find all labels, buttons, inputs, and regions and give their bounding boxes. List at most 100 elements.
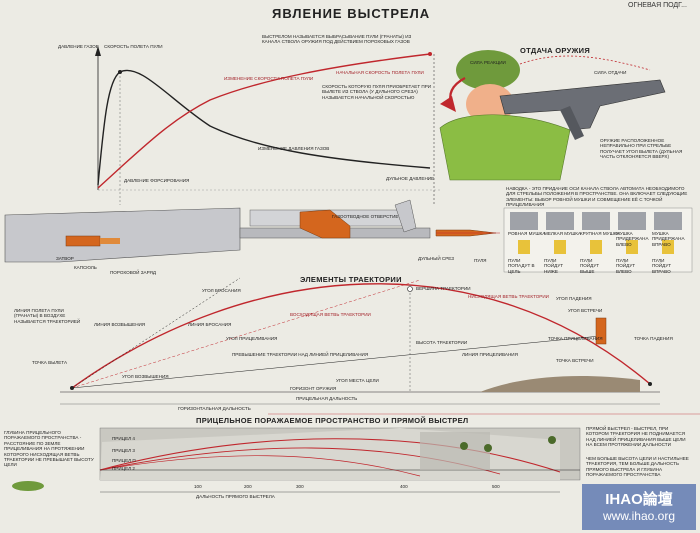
trajectory-definition: ЛИНИЯ ПОЛЕТА ПУЛИ (ГРАНАТЫ) В ВОЗДУХЕ НА… — [14, 308, 81, 324]
meet-angle-label: УГОЛ ВСТРЕЧИ — [568, 308, 603, 313]
target-icon-3 — [590, 240, 602, 254]
target-angle-label: УГОЛ МЕСТА ЦЕЛИ — [336, 378, 379, 383]
helmet — [456, 50, 520, 90]
target-silhouette — [595, 317, 607, 345]
result-label-2: ПУЛИ ПОЙДУТ НИЖЕ — [544, 258, 564, 274]
pressure-curve — [97, 69, 431, 186]
throw-line-label: ЛИНИЯ БРОСАНИЯ — [188, 322, 232, 327]
sight-4-label: ПРИЦЕЛ 4 — [112, 436, 135, 441]
sight-icon-2 — [546, 212, 574, 230]
height-label: ВЫСОТА ТРАЕКТОРИИ — [416, 340, 468, 345]
tick-100: 100 — [194, 484, 202, 489]
target-icon-1 — [518, 240, 530, 254]
target-icon-2 — [554, 240, 566, 254]
fall-angle-label: УГОЛ ПАДЕНИЯ — [556, 296, 592, 301]
sight-panels — [503, 207, 693, 273]
target-zone — [420, 432, 490, 470]
initial-speed-label: НАЧАЛЬНАЯ СКОРОСТЬ ПОЛЕТА ПУЛИ — [336, 70, 424, 75]
recoil-illustration — [439, 50, 666, 181]
sight-label-3: КРУПНАЯ МУШКА — [580, 231, 620, 236]
trajectory-diagram — [60, 277, 700, 415]
watermark-name: IHAO論壇 — [605, 491, 673, 508]
sight-3-label: ПРИЦЕЛ 3 — [112, 448, 135, 453]
ascending-label: ВОСХОДЯЩАЯ ВЕТВЬ ТРАЕКТОРИИ — [290, 312, 371, 317]
reaction-force-label: СИЛА РЕАКЦИИ — [470, 60, 506, 65]
direct-shot-diagram — [12, 427, 581, 493]
target-icon-4 — [626, 240, 638, 254]
aim-line-label: ЛИНИЯ ПРИЦЕЛИВАНИЯ — [462, 352, 518, 357]
result-label-3: ПУЛИ ПОЙДУТ ВЫШЕ — [580, 258, 600, 274]
aim-line — [71, 335, 601, 389]
trajectory-title: ЭЛЕМЕНТЫ ТРАЕКТОРИИ — [300, 275, 402, 284]
bullet-label: ПУЛЯ — [474, 258, 487, 263]
direct-right-note-2: ЧЕМ БОЛЬШЕ ВЫСОТА ЦЕЛИ И НАСТИЛЬНЕЕ ТРАЕ… — [586, 456, 689, 478]
direct-left-note: ГЛУБИНА ПРИЦЕЛЬНОГО ПОРАЖАЕМОГО ПРОСТРАН… — [4, 430, 94, 468]
pressure-peak-dot — [118, 70, 122, 74]
enemy-soldier-2 — [484, 444, 492, 452]
enemy-soldier-1 — [460, 442, 468, 450]
elevation-line — [71, 277, 241, 389]
departure-point — [70, 386, 74, 390]
y-axis-arrow — [95, 46, 101, 56]
elevation-line-label: ЛИНИЯ ВОЗВЫШЕНИЯ — [94, 322, 146, 327]
impact-point-label: ТОЧКА ПАДЕНИЯ — [634, 336, 673, 341]
enemy-soldier-3 — [548, 436, 556, 444]
aiming-text: НАВОДКА - ЭТО ПРИДАНИЕ ОСИ КАНАЛА СТВОЛА… — [506, 186, 688, 208]
elevation-angle-label: УГОЛ ВОЗВЫШЕНИЯ — [122, 374, 169, 379]
page-title: ЯВЛЕНИЕ ВЫСТРЕЛА — [272, 6, 431, 21]
impact-point — [648, 382, 652, 386]
departure-label: ТОЧКА ВЫЛЕТА — [32, 360, 68, 365]
speed-change-label: ИЗМЕНЕНИЕ СКОРОСТИ ПОЛЕТА ПУЛИ — [224, 76, 314, 81]
gas-port-label: ГАЗООТВОДНОЕ ОТВЕРСТИЕ — [332, 214, 399, 219]
front-sight — [394, 199, 417, 233]
sight-icon-1 — [510, 212, 538, 230]
direct-trajectory-2 — [99, 455, 421, 477]
muzzle-velocity-note: СКОРОСТЬ КОТОРУЮ ПУЛЯ ПРИОБРЕТАЕТ ПРИ ВЫ… — [322, 84, 432, 100]
magazine — [560, 106, 584, 140]
sight-label-4: МУШКА ПРИДЕРЖАНА ВЛЕВО — [616, 231, 649, 247]
aim-range-label: ПРИЦЕЛЬНАЯ ДАЛЬНОСТЬ — [296, 396, 358, 401]
throw-line — [71, 279, 421, 389]
aim-excess-label: ПРЕВЫШЕНИЕ ТРАЕКТОРИИ НАД ЛИНИЕЙ ПРИЦЕЛИ… — [232, 352, 369, 357]
recoil-arrow-head — [440, 96, 456, 112]
corner-caption: ОГНЕВАЯ ПОДГ... — [628, 2, 687, 9]
tick-300: 300 — [296, 484, 304, 489]
muzzle-label: ДУЛЬНЫЙ СРЕЗ — [418, 256, 455, 261]
prone-soldier — [12, 481, 44, 491]
sight-icons — [510, 212, 682, 254]
pressure-change-label: ИЗМЕНЕНИЕ ДАВЛЕНИЯ ГАЗОВ — [258, 146, 330, 151]
pressure-speed-graph — [95, 46, 440, 205]
cartridge-case — [65, 235, 101, 247]
meet-point-label: ТОЧКА ВСТРЕЧИ — [556, 358, 594, 363]
tick-200: 200 — [244, 484, 252, 489]
watermark-badge: IHAO論壇 www.ihao.org — [582, 484, 696, 530]
terrain-mound — [480, 376, 640, 392]
horizontal-range-label: ГОРИЗОНТАЛЬНАЯ ДАЛЬНОСТЬ — [178, 406, 251, 411]
soldier-face — [466, 84, 514, 124]
result-label-1: ПУЛИ ПОПАДУТ В ЦЕЛЬ — [508, 258, 535, 274]
sight-label-1: РОВНАЯ МУШКА — [508, 231, 546, 236]
recoil-note: ОРУЖИЕ РАСПОЛОЖЕННОЕ НЕПРАВИЛЬНО ПРИ СТР… — [600, 138, 683, 160]
sight-label-2: МЕЛКАЯ МУШКА — [544, 231, 581, 236]
sight-icon-5 — [654, 212, 682, 230]
sight-2-label: ПРИЦЕЛ 2 — [112, 466, 135, 471]
muzzle-pressure-label: ДУЛЬНОЕ ДАВЛЕНИЕ — [386, 176, 435, 181]
sight-p-label: ПРИЦЕЛ П — [112, 458, 136, 463]
primer-label: КАПСЮЛЬ — [74, 265, 97, 270]
aim-point-label: ТОЧКА ПРИЦЕЛИВАНИЯ — [548, 336, 603, 341]
recoil-title: ОТДАЧА ОРУЖИЯ — [520, 46, 591, 55]
speed-end-dot — [428, 52, 432, 56]
speed-curve — [97, 53, 431, 189]
rifle-ak — [499, 79, 666, 131]
muzzle-rise-arc — [519, 55, 651, 71]
receiver-body — [4, 207, 241, 263]
forcing-pressure-label: ДАВЛЕНИЕ ФОРСИРОВАНИЯ — [124, 178, 190, 183]
direct-range-label: ДАЛЬНОСТЬ ПРЯМОГО ВЫСТРЕЛА — [196, 494, 275, 499]
result-label-5: ПУЛИ ПОЙДУТ ВПРАВО — [652, 258, 672, 274]
sight-icon-3 — [582, 212, 610, 230]
tick-400: 400 — [400, 484, 408, 489]
direct-trajectory-4 — [99, 438, 561, 473]
sight-icon-4 — [618, 212, 646, 230]
